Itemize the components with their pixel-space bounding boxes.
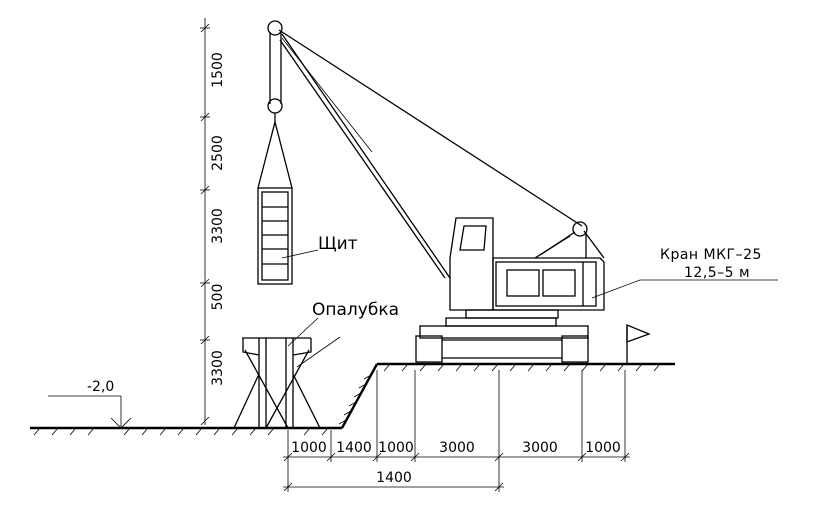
crane-boom bbox=[267, 20, 605, 279]
level-mark: -2,0 bbox=[48, 379, 132, 429]
level-label: -2,0 bbox=[87, 379, 114, 395]
shield-label: Щит bbox=[318, 234, 358, 254]
horizontal-dimension-chain: 1000 1400 1000 3000 3000 1000 1400 bbox=[283, 370, 630, 492]
vdim-1500: 1500 bbox=[210, 52, 226, 88]
hdim-1000-c: 1000 bbox=[585, 440, 621, 456]
formwork: Опалубка bbox=[233, 300, 399, 429]
hdim-1000-a: 1000 bbox=[291, 440, 327, 456]
vdim-500: 500 bbox=[210, 284, 226, 311]
hdim-1400: 1400 bbox=[336, 440, 372, 456]
formwork-label: Опалубка bbox=[312, 300, 399, 320]
vertical-dimension-chain: 1500 2500 3300 500 3300 bbox=[200, 18, 226, 426]
vdim-3300-upper: 3300 bbox=[210, 208, 226, 244]
hdim-3000-b: 3000 bbox=[522, 440, 558, 456]
crane-params-label: 12,5–5 м bbox=[684, 265, 750, 281]
ground bbox=[30, 362, 675, 436]
vdim-2500: 2500 bbox=[210, 135, 226, 171]
crane-name-label: Кран МКГ–25 bbox=[660, 247, 762, 263]
hdim-1000-b: 1000 bbox=[378, 440, 414, 456]
hdim-total-1400: 1400 bbox=[376, 470, 412, 486]
crane-body: Кран МКГ–25 12,5–5 м bbox=[415, 217, 778, 363]
flag bbox=[626, 324, 651, 364]
hdim-3000-a: 3000 bbox=[439, 440, 475, 456]
shield: Щит bbox=[257, 113, 358, 285]
vdim-3300-lower: 3300 bbox=[210, 350, 226, 386]
